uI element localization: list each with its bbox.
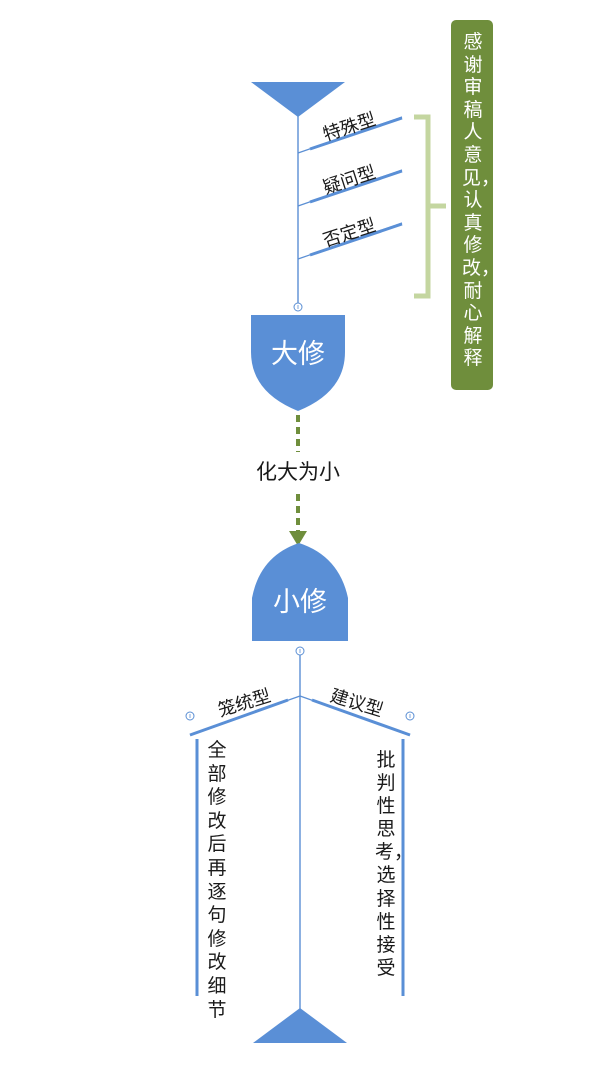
branch-2-thick-line <box>309 169 403 204</box>
type-label-3: 否定型 <box>321 215 379 252</box>
top-funnel-triangle <box>251 82 345 117</box>
branch-3-thick-line <box>309 222 403 257</box>
type-label-2: 疑问型 <box>321 162 379 199</box>
arrow-head <box>289 531 307 546</box>
transition-label: 化大为小 <box>256 460 340 484</box>
major-revision-shape <box>251 315 345 411</box>
branch-1-thick-line <box>309 116 403 151</box>
right-branch-note: 批判性思考，选择性接受 <box>375 749 414 979</box>
type-label-1: 特殊型 <box>321 109 379 146</box>
minor-revision-label: 小修 <box>273 587 327 618</box>
minor-revision-shape <box>252 543 348 641</box>
bottom-triangle <box>253 1008 347 1043</box>
side-note-text: 感谢审稿人意见，认真修改，耐心解释 <box>462 31 501 370</box>
right-branch-thick-line <box>311 698 411 737</box>
left-branch-note: 全部修改后再逐句修改细节 <box>207 739 227 1021</box>
side-note-box <box>451 20 493 390</box>
major-revision-label: 大修 <box>271 339 325 370</box>
bracket-right <box>414 114 431 299</box>
left-branch-thick-line <box>189 698 289 737</box>
